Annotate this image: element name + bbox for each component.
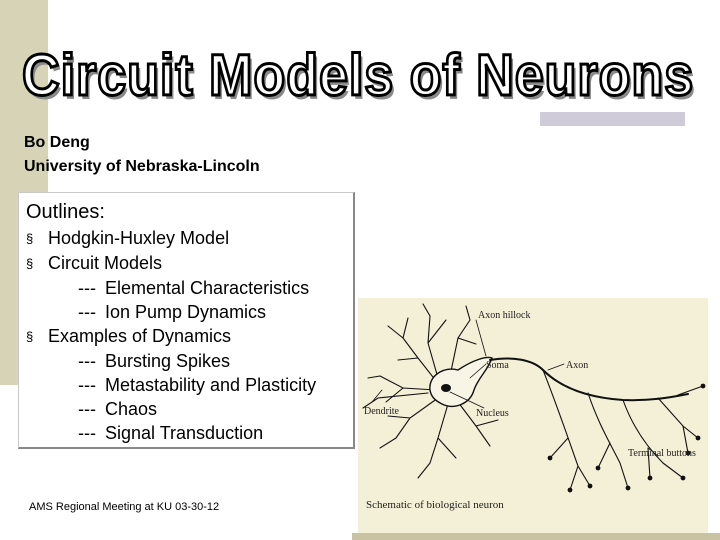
meeting-footer: AMS Regional Meeting at KU 03-30-12	[29, 501, 220, 513]
label-pointer	[547, 363, 565, 371]
terminal-button	[547, 455, 553, 461]
figure-caption: Schematic of biological neuron	[366, 499, 504, 511]
outline-item: § Hodgkin-Huxley Model	[26, 226, 316, 251]
terminal-button	[587, 483, 593, 489]
dendrite-branch	[417, 403, 457, 479]
label-dendrite: Dendrite	[364, 406, 400, 417]
terminal-button	[567, 487, 573, 493]
axon-terminal-branch	[542, 369, 591, 491]
dendrite-branch	[379, 397, 439, 449]
outline-heading: Outlines:	[26, 201, 105, 223]
dendrite-branch	[422, 303, 447, 379]
outline-subitem: --- Ion Pump Dynamics	[26, 300, 316, 324]
label-axon-hillock: Axon hillock	[478, 310, 531, 321]
dash-marker: ---	[78, 375, 96, 395]
terminal-button	[647, 475, 653, 481]
soma-shape	[429, 356, 493, 408]
dendrite-branch	[457, 401, 499, 447]
outline-item-text: Signal Transduction	[105, 423, 264, 443]
dendrite-branch	[387, 317, 441, 387]
outline-subitem: --- Signal Transduction	[26, 421, 316, 445]
outline-subitem: --- Chaos	[26, 397, 316, 421]
terminal-button	[685, 450, 691, 456]
axon-terminal-branch	[622, 399, 684, 479]
author-block: Bo Deng University of Nebraska-Lincoln	[24, 131, 260, 179]
slide-title: Circuit Models of Neurons	[21, 42, 695, 110]
axon-terminal-branch	[657, 397, 699, 454]
label-pointer	[475, 319, 487, 357]
outline-item-text: Elemental Characteristics	[105, 278, 310, 298]
author-affiliation: University of Nebraska-Lincoln	[24, 158, 260, 175]
outline-item-text: Hodgkin-Huxley Model	[48, 228, 230, 248]
dendrite-branch	[449, 305, 477, 377]
label-axon: Axon	[566, 360, 588, 371]
bullet-marker: §	[26, 329, 34, 344]
dash-marker: ---	[78, 423, 96, 443]
author-name: Bo Deng	[24, 134, 90, 151]
dash-marker: ---	[78, 278, 96, 298]
terminal-button	[595, 465, 601, 471]
terminal-button	[695, 435, 701, 441]
label-nucleus: Nucleus	[476, 408, 509, 419]
terminal-button	[700, 383, 706, 389]
label-pointer	[469, 363, 487, 379]
dash-marker: ---	[78, 302, 96, 322]
outline-item-text: Circuit Models	[48, 253, 163, 273]
label-pointer	[371, 389, 383, 403]
axon-shape	[489, 357, 689, 402]
nucleus-dot	[441, 384, 451, 392]
outline-subitem: --- Metastability and Plasticity	[26, 373, 316, 397]
label-soma: Soma	[486, 360, 509, 371]
label-pointer	[449, 391, 485, 409]
title-underline-bar	[540, 112, 685, 126]
label-pointer	[647, 447, 659, 457]
terminal-button	[625, 485, 631, 491]
dendrite-branch	[367, 375, 437, 403]
dash-marker: ---	[78, 351, 96, 371]
bullet-marker: §	[26, 231, 34, 246]
bullet-marker: §	[26, 256, 34, 271]
dash-marker: ---	[78, 399, 96, 419]
outline-item-text: Chaos	[105, 399, 158, 419]
neuron-diagram: Axon hillock Soma Axon Dendrite Nucleus …	[362, 303, 706, 511]
outline-item-text: Ion Pump Dynamics	[105, 302, 267, 322]
outline-item: § Circuit Models	[26, 251, 316, 276]
outline-subitem: --- Bursting Spikes	[26, 349, 316, 373]
axon-terminal-branch	[677, 385, 704, 396]
outline-item-text: Examples of Dynamics	[48, 326, 232, 346]
outline-item: § Examples of Dynamics	[26, 324, 316, 349]
outline-box: Outlines: § Hodgkin-Huxley Model § Circuit…	[18, 192, 355, 449]
outline-subitem: --- Elemental Characteristics	[26, 276, 316, 300]
outline-list: § Hodgkin-Huxley Model § Circuit Models --…	[26, 226, 316, 445]
dendrite-branch	[362, 392, 429, 409]
outline-item-text: Metastability and Plasticity	[105, 375, 317, 395]
outline-item-text: Bursting Spikes	[105, 351, 231, 371]
terminal-button	[680, 475, 686, 481]
bottom-decorative-strip	[352, 533, 720, 540]
axon-terminal-branch	[587, 392, 629, 489]
neuron-figure: Axon hillock Soma Axon Dendrite Nucleus …	[358, 298, 708, 533]
label-terminal-buttons: Terminal buttons	[628, 448, 696, 459]
